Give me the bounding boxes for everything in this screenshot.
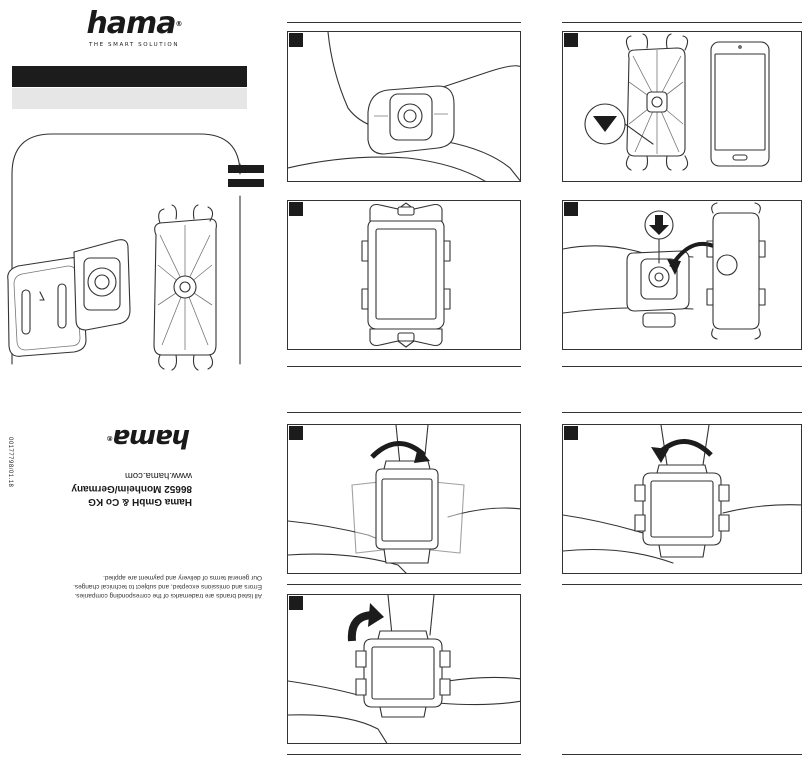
separator-line bbox=[562, 754, 802, 755]
step-4-illustration bbox=[563, 202, 766, 340]
hama-logo-back: hama® bbox=[107, 423, 190, 453]
back-cover: All listed brands are trademarks of the … bbox=[12, 378, 282, 618]
legal-text: All listed brands are trademarks of the … bbox=[22, 573, 262, 600]
step-marker-3 bbox=[289, 202, 303, 216]
legal-line-trademarks: All listed brands are trademarks of the … bbox=[74, 592, 262, 599]
step-marker-6 bbox=[564, 426, 578, 440]
separator-line bbox=[562, 22, 802, 23]
separator-line bbox=[287, 584, 521, 585]
title-bar-black bbox=[12, 66, 247, 87]
logo-tagline: THE SMART SOLUTION bbox=[88, 42, 180, 48]
step-panel-7 bbox=[287, 594, 521, 744]
separator-line bbox=[287, 754, 521, 755]
step-panel-2 bbox=[562, 31, 802, 182]
title-bar-grey bbox=[12, 88, 247, 109]
separator-line bbox=[287, 412, 521, 413]
step-panel-3 bbox=[287, 200, 521, 350]
step-panel-6 bbox=[562, 424, 802, 574]
company-city: 86652 Monheim/Germany bbox=[71, 483, 192, 494]
step-panel-1 bbox=[287, 31, 521, 182]
company-address: Hama GmbH & Co KG 86652 Monheim/Germany … bbox=[22, 469, 192, 508]
step-marker-1 bbox=[289, 33, 303, 47]
separator-line bbox=[287, 22, 521, 23]
equals-sign bbox=[228, 165, 264, 189]
step-7-illustration bbox=[288, 595, 520, 743]
step-5-illustration bbox=[288, 425, 520, 573]
step-panel-5 bbox=[287, 424, 521, 574]
separator-line bbox=[562, 366, 802, 367]
legal-line-terms: Our general terms of delivery and paymen… bbox=[103, 574, 262, 581]
hama-logo: hama® THE SMART SOLUTION bbox=[84, 6, 184, 49]
step-2-illustration bbox=[584, 33, 770, 171]
cover-frame bbox=[11, 133, 241, 365]
step-3-illustration bbox=[361, 202, 451, 348]
separator-line bbox=[287, 366, 521, 367]
step-marker-5 bbox=[289, 426, 303, 440]
step-marker-7 bbox=[289, 596, 303, 610]
step-marker-4 bbox=[564, 202, 578, 216]
logo-wordmark: hama® bbox=[86, 6, 182, 41]
separator-line bbox=[562, 584, 802, 585]
step-1-illustration bbox=[288, 32, 520, 181]
step-6-illustration bbox=[563, 425, 801, 564]
step-panel-4 bbox=[562, 200, 802, 350]
legal-line-errors: Errors and omissions excepted, and subje… bbox=[73, 583, 262, 590]
separator-line bbox=[562, 412, 802, 413]
product-illustration bbox=[7, 204, 217, 371]
step-marker-2 bbox=[564, 33, 578, 47]
company-name: Hama GmbH & Co KG bbox=[88, 496, 192, 507]
document-code: 00177798/01.18 bbox=[7, 437, 13, 488]
company-website: www.hama.com bbox=[124, 470, 192, 481]
